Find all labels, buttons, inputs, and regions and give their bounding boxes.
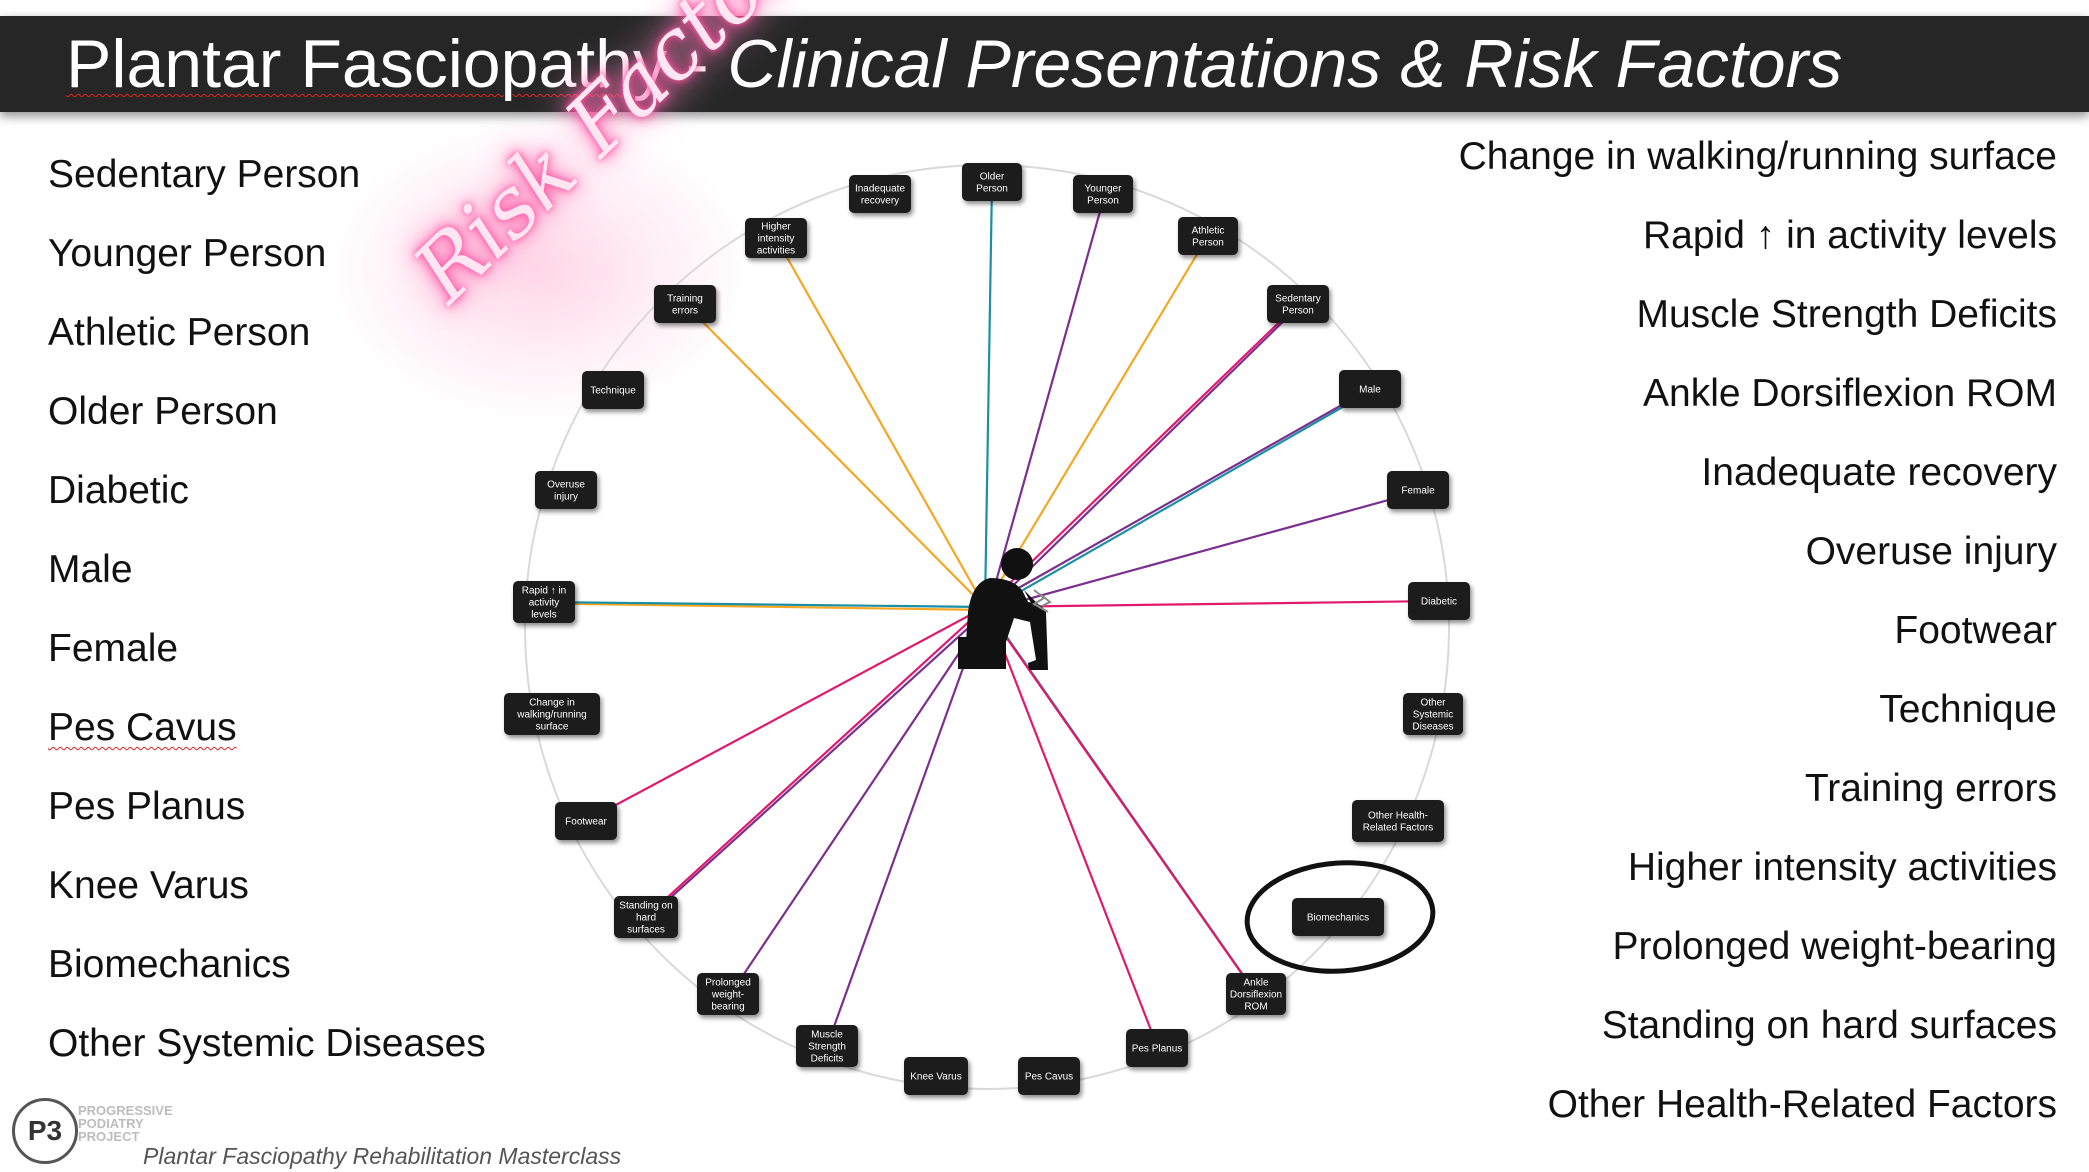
diagram-node-sedentary: SedentaryPerson	[1267, 285, 1329, 323]
connection-line-higher	[776, 238, 985, 607]
node-label: Pes Cavus	[1025, 1072, 1073, 1083]
node-label: Ankle	[1243, 978, 1268, 989]
node-label: Pes Planus	[1132, 1044, 1183, 1055]
connection-line-female	[988, 492, 1420, 611]
diagram-node-higher: Higherintensityactivities	[745, 218, 807, 258]
node-label: Other Health-	[1368, 811, 1428, 822]
node-label: Footwear	[565, 817, 607, 828]
node-label: activity	[529, 598, 560, 609]
node-label: Dorsiflexion	[1230, 990, 1282, 1001]
node-label: Diseases	[1412, 722, 1453, 733]
node-label: Inadequate	[855, 184, 905, 195]
node-label: Change in	[529, 698, 575, 709]
diagram-node-planus: Pes Planus	[1126, 1029, 1188, 1067]
node-label: surface	[536, 722, 569, 733]
footer-caption: Plantar Fasciopathy Rehabilitation Maste…	[143, 1143, 621, 1170]
node-label: Knee Varus	[910, 1072, 962, 1083]
node-label: walking/running	[516, 710, 587, 721]
node-label: Older	[980, 172, 1005, 183]
diagram-node-othersys: OtherSystemicDiseases	[1403, 693, 1463, 735]
node-label: bearing	[711, 1002, 744, 1013]
node-label: Muscle	[811, 1030, 843, 1041]
node-label: Person	[976, 184, 1008, 195]
node-label: hard	[636, 913, 656, 924]
node-label: Person	[1192, 238, 1224, 249]
diagram-node-footwear: Footwear	[555, 802, 617, 840]
node-label: weight-	[711, 990, 744, 1001]
connection-line-planus	[988, 610, 1159, 1050]
node-label: Prolonged	[705, 978, 751, 989]
node-label: Sedentary	[1275, 294, 1321, 305]
diagram-node-inadequate: Inadequaterecovery	[849, 175, 911, 213]
node-label: Younger	[1085, 184, 1123, 195]
node-label: Athletic	[1192, 226, 1225, 237]
connection-line-standing	[648, 610, 989, 919]
node-label: errors	[672, 306, 698, 317]
node-label: Rapid ↑ in	[522, 586, 566, 597]
node-label: levels	[531, 610, 557, 621]
node-label: Technique	[590, 386, 636, 397]
node-label: Biomechanics	[1307, 913, 1369, 924]
diagram-node-knee: Knee Varus	[904, 1057, 968, 1095]
node-label: Female	[1401, 486, 1435, 497]
node-label: Deficits	[811, 1054, 844, 1065]
p3-logo: P3	[12, 1098, 78, 1164]
node-label: Diabetic	[1421, 597, 1457, 608]
connection-line-ankle	[985, 607, 1256, 994]
diagram-node-muscle: MuscleStrengthDeficits	[796, 1025, 858, 1067]
connection-line-prolonged	[730, 610, 989, 996]
node-label: activities	[757, 246, 795, 257]
logo-word: PROJECT	[78, 1130, 173, 1143]
node-label: Person	[1282, 306, 1314, 317]
sitting-person-icon	[958, 548, 1050, 670]
node-label: Related Factors	[1363, 823, 1434, 834]
node-label: Overuse	[547, 480, 585, 491]
connection-line-older	[985, 182, 992, 607]
connection-line-training	[687, 306, 989, 611]
node-label: Systemic	[1413, 710, 1454, 721]
node-label: Standing on	[619, 901, 672, 912]
diagram-node-biomech: Biomechanics	[1292, 898, 1384, 936]
logo-mark: P3	[28, 1115, 62, 1146]
node-label: Strength	[808, 1042, 846, 1053]
connection-line-diabetic	[985, 601, 1439, 607]
logo-words: PROGRESSIVE PODIATRY PROJECT	[78, 1104, 173, 1143]
diagram-node-otherhealth: Other Health-Related Factors	[1352, 800, 1444, 842]
diagram-node-cavus: Pes Cavus	[1018, 1057, 1080, 1095]
node-label: Other	[1420, 698, 1446, 709]
connection-line-muscle	[827, 607, 985, 1046]
diagram-node-training: Trainingerrors	[654, 285, 716, 323]
node-label: Training	[667, 294, 703, 305]
diagram-node-diabetic: Diabetic	[1408, 582, 1470, 620]
diagram-node-older: OlderPerson	[962, 163, 1022, 201]
node-label: injury	[554, 492, 578, 503]
node-label: recovery	[861, 196, 899, 207]
node-label: Person	[1087, 196, 1119, 207]
node-label: Male	[1359, 385, 1381, 396]
diagram-node-female: Female	[1387, 471, 1449, 509]
node-label: surfaces	[627, 925, 665, 936]
node-label: ROM	[1244, 1002, 1267, 1013]
node-label: Higher	[761, 222, 791, 233]
node-label: intensity	[758, 234, 795, 245]
diagram-node-technique: Technique	[582, 371, 644, 409]
diagram-node-male: Male	[1339, 370, 1401, 408]
